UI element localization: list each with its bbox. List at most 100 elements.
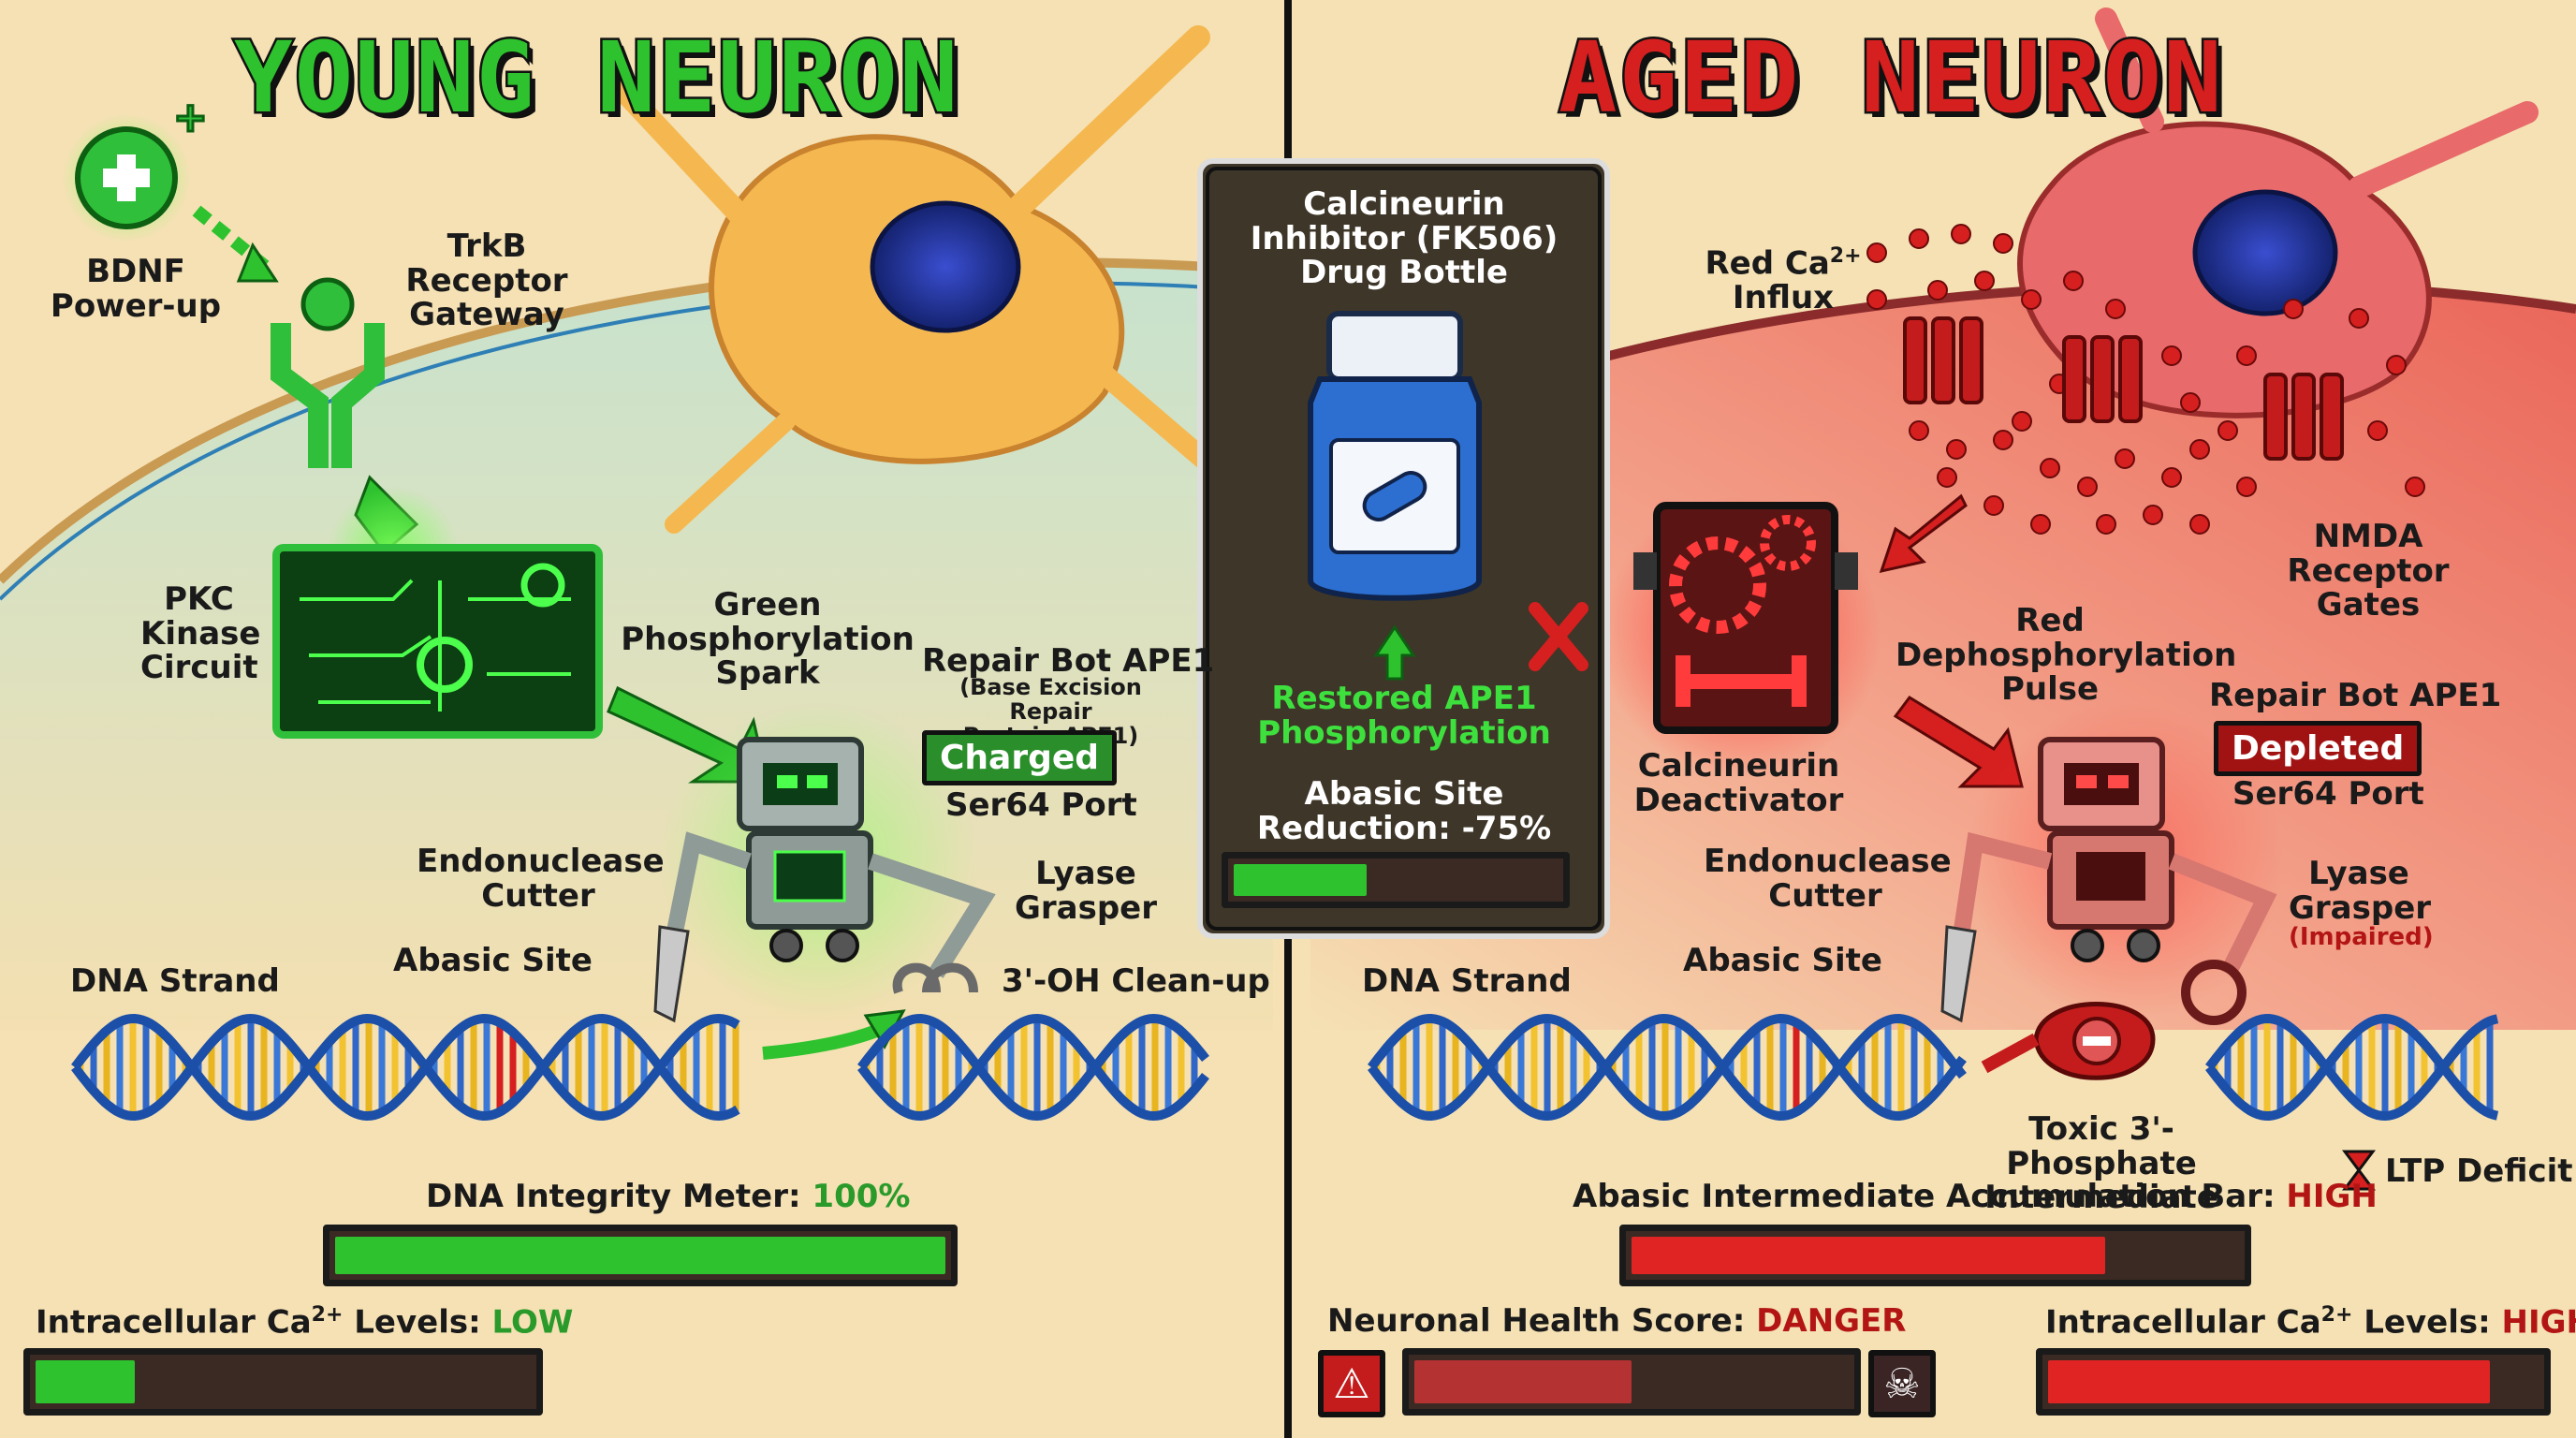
reduction-fill: [1234, 864, 1367, 896]
calcium-ion: [2349, 308, 2369, 329]
dna-backbone: [1368, 1013, 1967, 1122]
calcineurin-label: Calcineurin Deactivator: [1633, 747, 1844, 819]
aged-dna-label: DNA Strand: [1362, 962, 1572, 1000]
calcium-ion: [2180, 392, 2201, 413]
aged-endo-label: Endonuclease Cutter: [1704, 843, 1952, 915]
calcium-ion: [1909, 420, 1929, 441]
young-port-label: Ser64 Port: [945, 786, 1137, 824]
calcium-ion: [2283, 299, 2304, 319]
accum-value: HIGH: [2286, 1178, 2378, 1215]
nmda-label: NMDA Receptor Gates: [2287, 518, 2450, 624]
restored-arrow-icon: [1373, 624, 1416, 681]
young-ca-fill: [36, 1360, 135, 1403]
hourglass-icon: [2342, 1150, 2376, 1191]
calcium-ion: [1974, 271, 1995, 291]
dna-backbone: [71, 1013, 740, 1122]
young-neuron-title: YOUNG NEURON: [231, 19, 960, 138]
calcium-ion: [1951, 224, 1971, 244]
aged-ca-fill: [2048, 1360, 2490, 1403]
bdnf-label: BDNF Power-up: [50, 253, 222, 325]
dna-backbone: [1368, 1013, 1967, 1122]
aged-lyase-label: Lyase Grasper: [2289, 855, 2432, 927]
dna-backbone: [857, 1013, 1209, 1122]
drug-bottle-icon: [1308, 311, 1482, 601]
calcium-ion: [2217, 420, 2238, 441]
toxic-phosphate-blob-icon: [1981, 1002, 2156, 1080]
young-cleanup-label: 3'-OH Clean-up: [1002, 962, 1270, 1000]
accum-fill: [1632, 1237, 2105, 1274]
calcium-ion: [1937, 467, 1957, 488]
aged-impaired-label: (Impaired): [2289, 923, 2434, 951]
health-value: DANGER: [1756, 1302, 1907, 1340]
young-integrity-label: DNA Integrity Meter: 100%: [426, 1178, 911, 1215]
calcium-ion: [1993, 430, 2013, 450]
young-endo-label: Endonuclease Cutter: [417, 843, 665, 915]
young-integrity-fill: [335, 1237, 945, 1274]
nmda-channel-icons: [1903, 316, 2344, 461]
dna-backbone: [857, 1013, 1209, 1122]
young-bot-title: Repair Bot APE1: [922, 642, 1215, 680]
calcium-ion: [1946, 439, 1967, 460]
calcium-ion: [1909, 228, 1929, 249]
reduction-label: Abasic Site Reduction: -75%: [1256, 775, 1552, 847]
calcium-ion: [1993, 233, 2013, 254]
calcium-ion: [2236, 477, 2257, 497]
aged-abasic-label: Abasic Site: [1683, 942, 1882, 979]
pulse-label: Red Dephosphorylation Pulse: [1895, 602, 2237, 709]
aged-bot-status-badge: Depleted: [2214, 721, 2422, 776]
calcium-ion: [2405, 477, 2425, 497]
young-dna-strand-icon: [71, 1013, 1209, 1122]
calcium-ion: [2012, 411, 2032, 432]
pkc-circuit-board-icon: [272, 544, 603, 739]
calcium-ion: [1983, 495, 2004, 516]
calcium-ion: [2040, 458, 2060, 478]
calcium-ion: [1866, 289, 1887, 310]
trkb-label: TrkB Receptor Gateway: [405, 227, 568, 334]
health-fill: [1414, 1360, 1632, 1403]
young-dna-label: DNA Strand: [70, 962, 280, 1000]
calcium-ion: [2236, 345, 2257, 366]
calcium-ion: [2189, 439, 2210, 460]
bdnf-powerup-icon: +: [63, 93, 209, 242]
calcium-ion: [2096, 514, 2116, 535]
calcium-ion: [2161, 345, 2182, 366]
aged-port-label: Ser64 Port: [2232, 775, 2424, 813]
calcium-ion: [2105, 299, 2126, 319]
calcium-ion: [1866, 242, 1887, 263]
calcium-ion: [2189, 514, 2210, 535]
dna-backbone: [2205, 1013, 2499, 1122]
spark-label: Green Phosphorylation Spark: [621, 586, 915, 693]
calcium-ion: [2367, 420, 2388, 441]
restored-label: Restored APE1 Phosphorylation: [1257, 680, 1551, 752]
young-abasic-label: Abasic Site: [393, 942, 593, 979]
health-label: Neuronal Health Score: DANGER: [1327, 1302, 1907, 1340]
calcium-to-calcineurin-arrow-icon: [1879, 493, 1968, 574]
calcium-ion: [2077, 477, 2098, 497]
young-integrity-value: 100%: [812, 1178, 911, 1215]
calcineurin-deactivator-icon: [1633, 502, 1858, 734]
warning-icon: ⚠: [1318, 1350, 1385, 1417]
young-ca-value: LOW: [491, 1303, 574, 1342]
young-lyase-label: Lyase Grasper: [1014, 855, 1158, 927]
calcium-ion: [2021, 289, 2042, 310]
calcium-ion: [2063, 271, 2084, 291]
young-neuron-soma: [607, 25, 1246, 534]
aged-neuron-title: AGED NEURON: [1557, 19, 2225, 138]
calcium-ion: [1927, 280, 1948, 301]
blocked-x-icon: [1529, 602, 1588, 671]
young-ca-meter: [23, 1348, 543, 1416]
accum-label: Abasic Intermediate Accumulation Bar: HI…: [1573, 1178, 2378, 1215]
health-meter: [1402, 1348, 1861, 1416]
aged-repair-bot-icon: [1940, 737, 2277, 1025]
aged-bot-title: Repair Bot APE1: [2209, 677, 2502, 714]
ltp-label: LTP Deficit: [2385, 1152, 2573, 1190]
calcium-ions-icon: [1866, 224, 2425, 535]
svg-text:+: +: [173, 94, 208, 141]
accum-meter: [1619, 1225, 2251, 1286]
aged-dna-strand-icon: [1368, 1013, 2499, 1122]
trkb-receptor-icon: [271, 277, 385, 468]
skull-icon: ☠: [1868, 1350, 1936, 1417]
calcium-ion: [2386, 355, 2407, 375]
young-ca-label: Intracellular Ca2+ Levels: LOW: [36, 1303, 574, 1342]
